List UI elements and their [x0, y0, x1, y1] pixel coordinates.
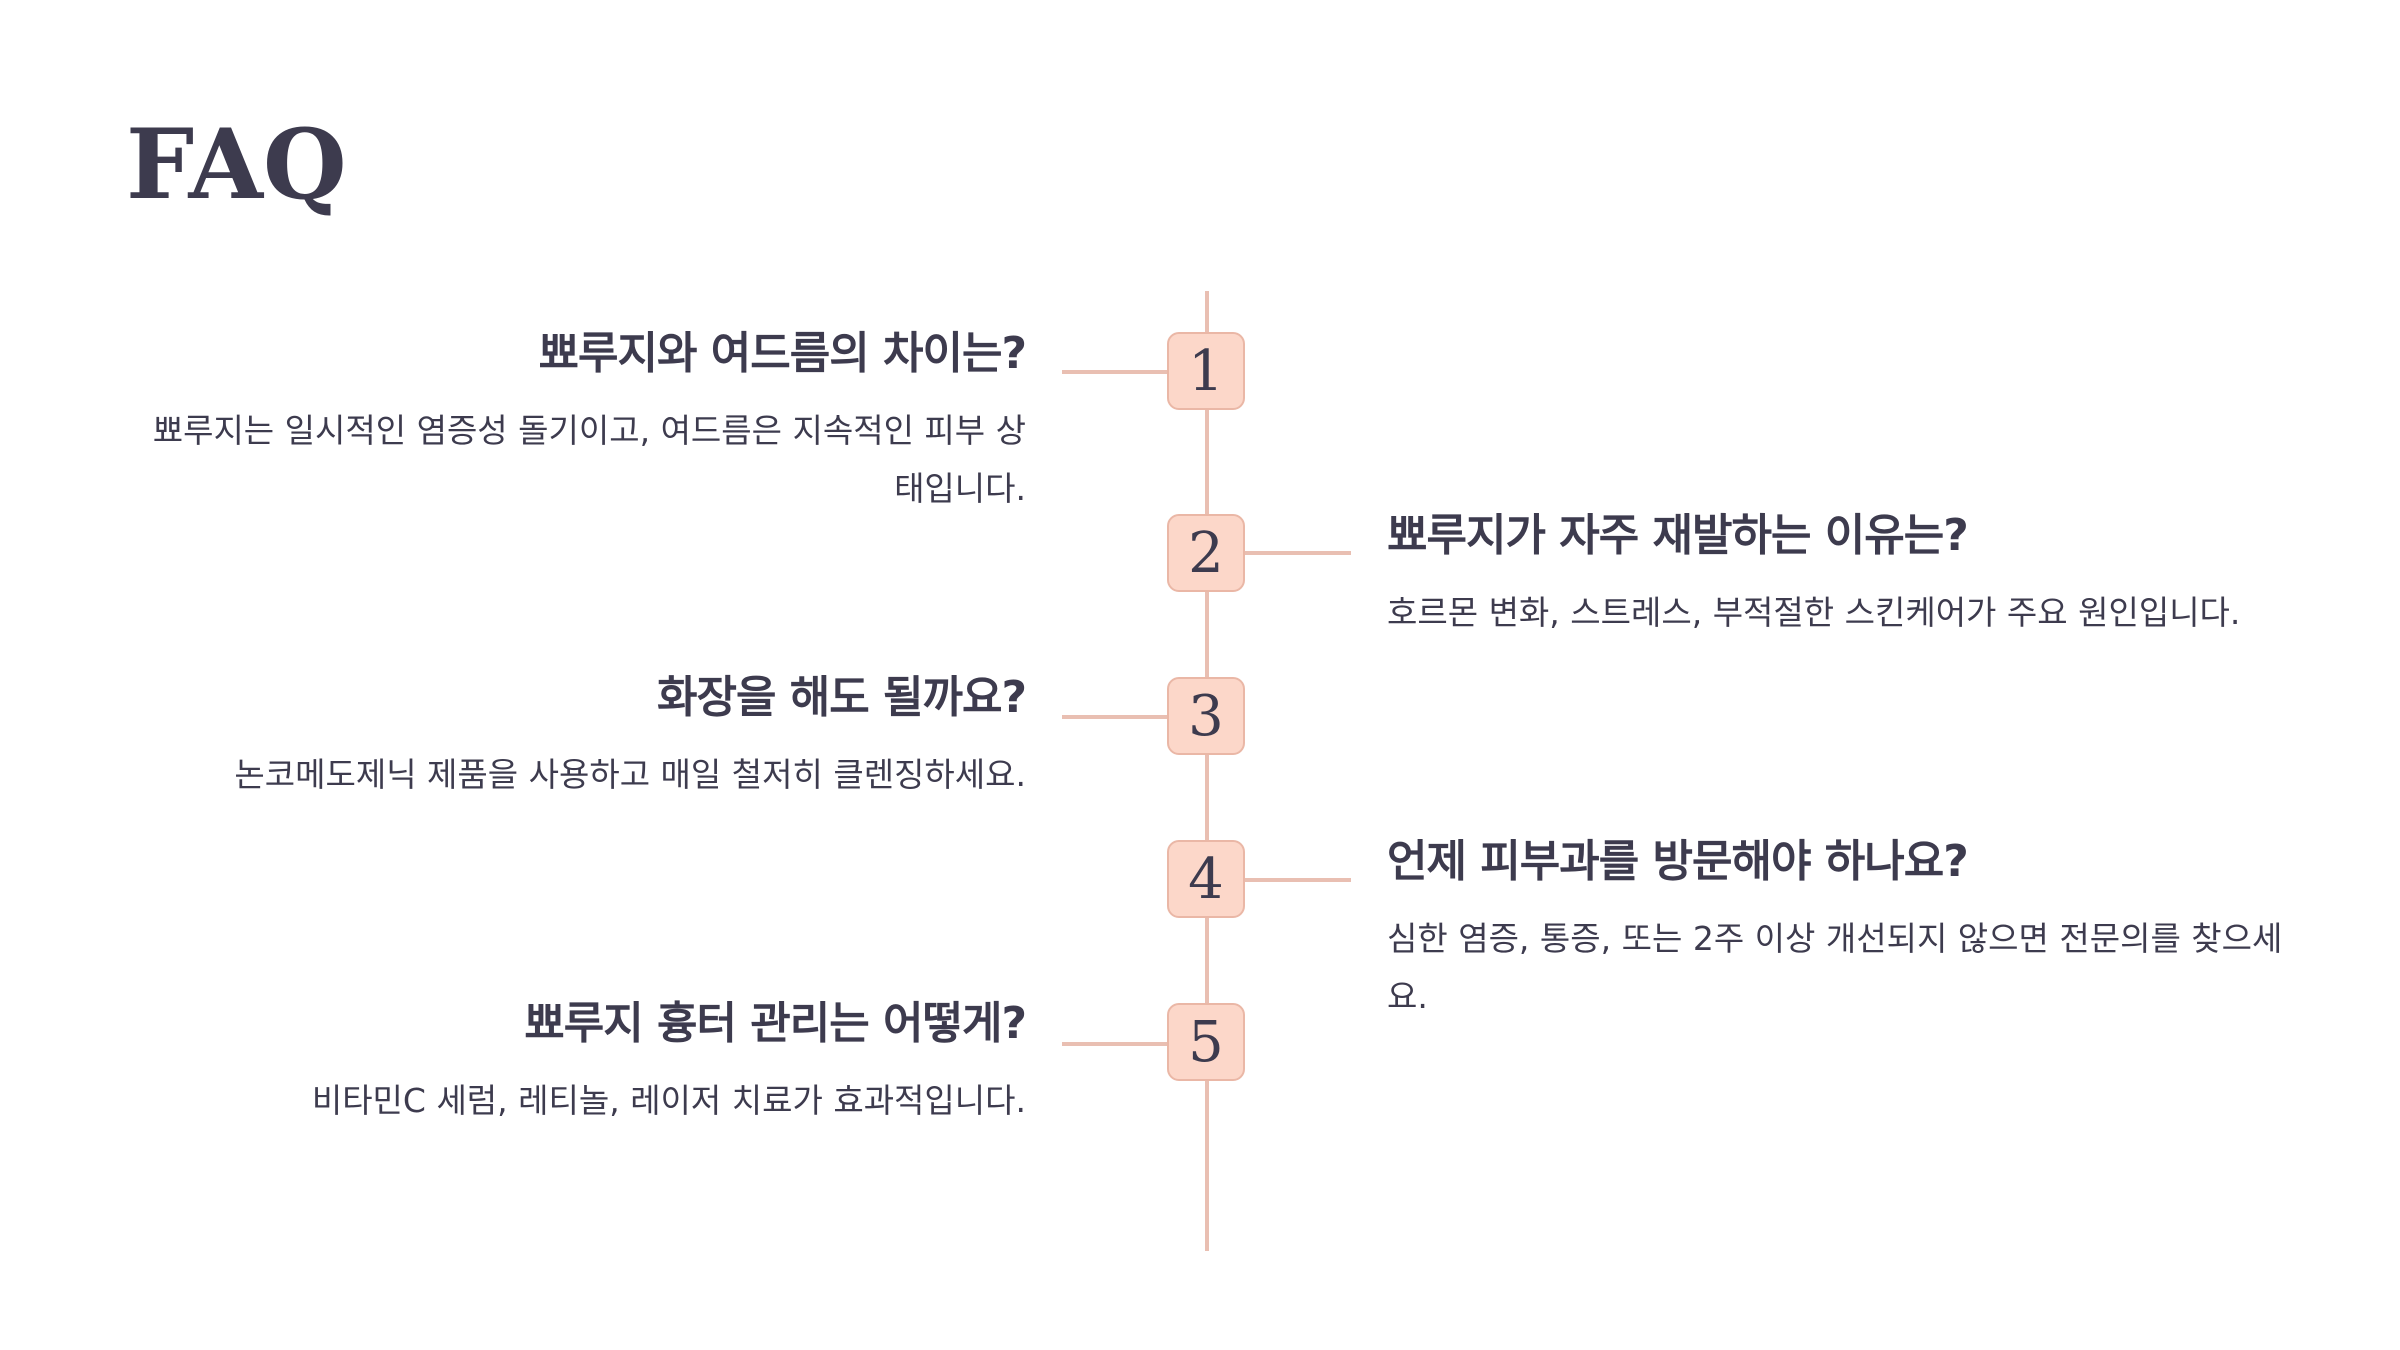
marker-3: 3 [1167, 677, 1245, 755]
marker-1: 1 [1167, 332, 1245, 410]
connector-1 [1062, 370, 1167, 374]
answer-1: 뾰루지는 일시적인 염증성 돌기이고, 여드름은 지속적인 피부 상태입니다. [152, 411, 1026, 508]
page-title: FAQ [126, 108, 347, 221]
marker-5: 5 [1167, 1003, 1245, 1081]
answer-3: 논코메도제닉 제품을 사용하고 매일 철저히 클렌징하세요. [234, 755, 1026, 794]
connector-5 [1062, 1042, 1167, 1046]
question-2: 뾰루지가 자주 재발하는 이유는? [1387, 510, 1969, 561]
answer-4: 심한 염증, 통증, 또는 2주 이상 개선되지 않으면 전문의를 찾으세요. [1387, 919, 2283, 1016]
marker-2: 2 [1167, 514, 1245, 592]
connector-4 [1245, 878, 1351, 882]
question-4: 언제 피부과를 방문해야 하나요? [1387, 836, 1969, 887]
marker-4: 4 [1167, 840, 1245, 918]
connector-3 [1062, 715, 1167, 719]
timeline-axis [1205, 291, 1209, 1251]
faq-item-5: 뾰루지 흉터 관리는 어떻게? 비타민C 세럼, 레티놀, 레이저 치료가 효과… [126, 996, 1027, 1130]
question-5: 뾰루지 흉터 관리는 어떻게? [524, 998, 1027, 1049]
connector-2 [1245, 551, 1351, 555]
faq-item-4: 언제 피부과를 방문해야 하나요? 심한 염증, 통증, 또는 2주 이상 개선… [1387, 834, 2297, 1026]
answer-5: 비타민C 세럼, 레티놀, 레이저 치료가 효과적입니다. [311, 1081, 1026, 1120]
question-1: 뾰루지와 여드름의 차이는? [538, 328, 1027, 379]
answer-2: 호르몬 변화, 스트레스, 부적절한 스킨케어가 주요 원인입니다. [1387, 593, 2241, 632]
question-3: 화장을 해도 될까요? [657, 672, 1027, 723]
faq-item-2: 뾰루지가 자주 재발하는 이유는? 호르몬 변화, 스트레스, 부적절한 스킨케… [1387, 508, 2297, 642]
faq-item-3: 화장을 해도 될까요? 논코메도제닉 제품을 사용하고 매일 철저히 클렌징하세… [126, 670, 1027, 804]
faq-item-1: 뾰루지와 여드름의 차이는? 뾰루지는 일시적인 염증성 돌기이고, 여드름은 … [126, 326, 1027, 518]
